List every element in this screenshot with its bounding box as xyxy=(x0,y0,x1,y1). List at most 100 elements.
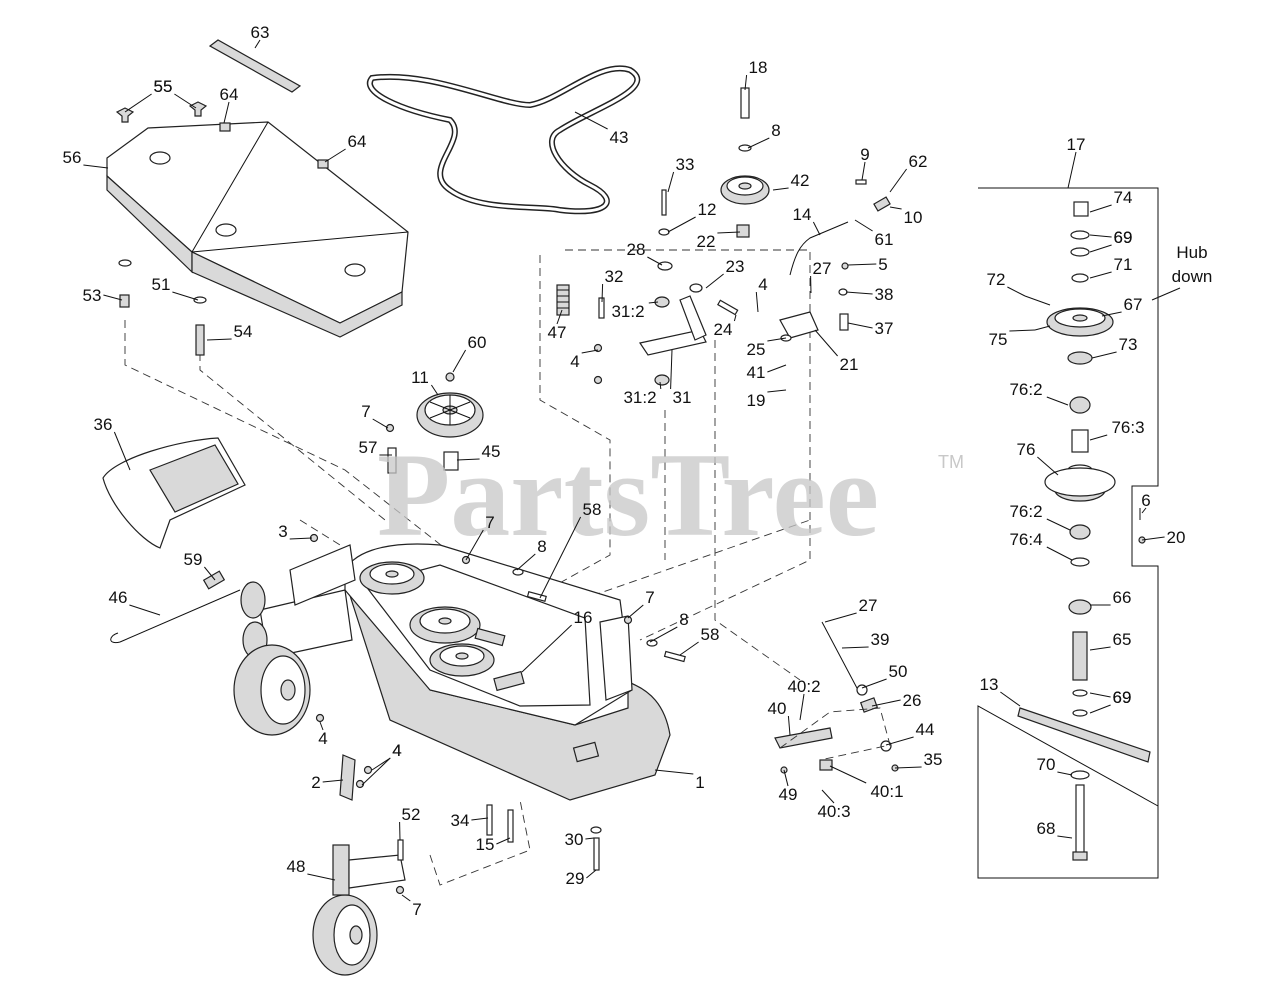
callout-leader xyxy=(1101,311,1122,317)
callout-leader xyxy=(667,171,675,193)
bolt-57 xyxy=(387,447,397,474)
spindle-pulley-67 xyxy=(1046,307,1114,337)
callout-leader xyxy=(1046,396,1069,406)
bolt-52 xyxy=(397,839,404,861)
callout-label: 27 xyxy=(813,259,832,278)
callout-leader xyxy=(1089,234,1112,238)
latch-10 xyxy=(873,196,891,212)
callout-leader xyxy=(744,74,748,91)
nut-5 xyxy=(841,262,849,270)
callout-label: 73 xyxy=(1119,335,1138,354)
bolt-58b xyxy=(663,650,686,663)
callout-leader xyxy=(1057,771,1073,776)
callout-leader xyxy=(174,93,197,109)
rod-46 xyxy=(110,589,241,644)
callout-label: 70 xyxy=(1037,755,1056,774)
callout-leader xyxy=(556,309,563,325)
callout-leader xyxy=(1057,835,1073,839)
callout-label: 9 xyxy=(860,145,869,164)
callout-label: 71 xyxy=(1114,255,1133,274)
callout-leader xyxy=(649,626,678,643)
callout-leader xyxy=(1089,646,1111,651)
callout-leader xyxy=(586,869,597,879)
callout-leader xyxy=(889,168,908,193)
callout-leader xyxy=(1091,351,1117,359)
callout-leader xyxy=(799,693,805,721)
hub-note-line1: Hub xyxy=(1176,243,1207,262)
bracket-2 xyxy=(339,754,356,801)
callout-label: 4 xyxy=(392,741,401,760)
callout-leader xyxy=(1067,151,1077,189)
bolt-58 xyxy=(526,591,547,602)
callout-label: 38 xyxy=(875,285,894,304)
callout-label: 58 xyxy=(583,500,602,519)
blade-13 xyxy=(1017,707,1151,763)
callout-label: 3 xyxy=(278,522,287,541)
callout-label: 36 xyxy=(94,415,113,434)
callout-leader xyxy=(1000,691,1021,707)
spindle-housing-76 xyxy=(1044,464,1116,502)
callout-label: 57 xyxy=(359,438,378,457)
callout-leader xyxy=(679,641,699,656)
callout-leader xyxy=(113,431,131,471)
callout-leader xyxy=(1007,286,1026,297)
callout-label: 19 xyxy=(747,391,766,410)
callout-leader xyxy=(1141,536,1165,541)
callout-leader xyxy=(371,757,391,771)
callout-label: 13 xyxy=(980,675,999,694)
washer-30 xyxy=(590,826,602,834)
callout-leader xyxy=(496,837,511,845)
knob-55 xyxy=(115,107,135,123)
pulley-11 xyxy=(416,392,484,438)
clip-64b xyxy=(317,159,329,169)
callout-leader xyxy=(1046,546,1073,561)
callout-leader xyxy=(841,646,869,649)
callout-label: 68 xyxy=(1037,819,1056,838)
rod-14 xyxy=(789,221,849,276)
callout-label: 59 xyxy=(184,550,203,569)
callout-leader xyxy=(204,566,216,581)
nut-4c xyxy=(315,713,325,723)
watermark-tm: TM xyxy=(938,452,964,472)
callout-label: 45 xyxy=(482,442,501,461)
callout-leader xyxy=(659,381,662,390)
knob-55b xyxy=(188,101,208,117)
callout-label: 76:2 xyxy=(1009,502,1042,521)
spindle-assembly xyxy=(1017,201,1151,861)
bolt-34 xyxy=(486,804,493,836)
callout-label: 21 xyxy=(840,355,859,374)
callout-leader xyxy=(1089,692,1111,698)
callout-label: 4 xyxy=(570,352,579,371)
callout-leader xyxy=(747,137,770,149)
callout-label: 55 xyxy=(154,77,173,96)
callout-label: 58 xyxy=(701,625,720,644)
callout-label: 74 xyxy=(1114,188,1133,207)
callout-label: 64 xyxy=(220,85,239,104)
callout-leader xyxy=(456,458,480,461)
callout-leader xyxy=(861,161,866,181)
callout-leader xyxy=(787,715,791,736)
deck-cover xyxy=(106,121,409,338)
callout-leader xyxy=(767,364,787,373)
callout-label: 54 xyxy=(234,322,253,341)
callout-label: 49 xyxy=(779,785,798,804)
callout-leader xyxy=(172,291,199,301)
callout-leader xyxy=(430,384,439,396)
callout-leader xyxy=(223,101,230,124)
callout-label: 63 xyxy=(251,23,270,42)
assembly-guide-lines xyxy=(124,249,811,886)
nut-53 xyxy=(119,294,130,308)
callout-label: 52 xyxy=(402,805,421,824)
callout-leader xyxy=(361,757,391,786)
callout-leader xyxy=(755,291,759,313)
callout-label: 40:1 xyxy=(870,782,903,801)
callout-leader xyxy=(845,291,873,295)
callout-label: 8 xyxy=(679,610,688,629)
callout-leader xyxy=(1089,434,1108,441)
callout-leader xyxy=(289,537,313,540)
callout-label: 55 xyxy=(154,77,173,96)
callout-label: 30 xyxy=(565,830,584,849)
callout-label: 10 xyxy=(904,208,923,227)
callout-leader xyxy=(471,817,489,821)
